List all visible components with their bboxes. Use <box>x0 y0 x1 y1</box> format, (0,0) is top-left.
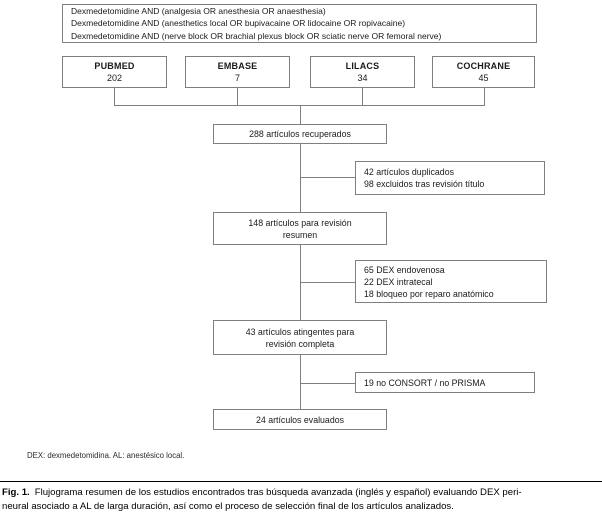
flow-box-evaluated-label: 24 artículos evaluados <box>255 414 345 425</box>
connector-branch-exclusion-1 <box>300 177 355 178</box>
flow-box-evaluated: 24 artículos evaluados <box>213 409 387 430</box>
database-count: 34 <box>357 73 368 83</box>
connector-center-1 <box>300 105 301 124</box>
exclusion-line: 19 no CONSORT / no PRISMA <box>364 377 486 388</box>
figure-number-label: Fig. 1. <box>2 487 30 498</box>
flow-box-retrieved: 288 artículos recuperados <box>213 124 387 144</box>
flow-box-abstract-review-line: 148 artículos para revisión <box>248 217 352 228</box>
database-name: COCHRANE <box>456 61 511 71</box>
exclusion-line: 18 bloqueo por reparo anatómico <box>364 288 494 299</box>
database-name: EMBASE <box>217 61 258 71</box>
caption-text-1: Flujograma resumen de los estudios encon… <box>34 487 522 498</box>
search-query-line: Dexmedetomidine AND (anesthetics local O… <box>71 18 406 29</box>
database-box-embase: EMBASE 7 <box>185 56 290 88</box>
database-name: LILACS <box>345 61 380 71</box>
flow-box-retrieved-label: 288 artículos recuperados <box>249 129 351 139</box>
connector-cochrane-drop <box>484 88 485 105</box>
database-count: 7 <box>234 73 240 83</box>
database-count: 45 <box>478 73 489 83</box>
database-count: 202 <box>106 73 123 83</box>
exclusion-line: 98 excluidos tras revisión título <box>364 179 485 189</box>
connector-center-4 <box>300 355 301 409</box>
exclusion-box-duplicates-title: 42 artículos duplicados 98 excluidos tra… <box>355 161 545 195</box>
connector-lilacs-drop <box>362 88 363 105</box>
caption-divider <box>0 481 602 482</box>
search-query-line: Dexmedetomidine AND (nerve block OR brac… <box>71 30 442 41</box>
exclusion-line: 65 DEX endovenosa <box>364 264 445 275</box>
connector-merge-bar <box>114 105 485 106</box>
connector-center-2 <box>300 144 301 212</box>
search-strategy-box: Dexmedetomidine AND (analgesia OR anesth… <box>62 4 537 43</box>
flow-box-full-review-line: 43 artículos atingentes para <box>245 326 355 337</box>
connector-pubmed-drop <box>114 88 115 105</box>
database-box-cochrane: COCHRANE 45 <box>432 56 535 88</box>
figure-caption: Fig. 1. Flujograma resumen de los estudio… <box>2 486 600 513</box>
exclusion-line: 42 artículos duplicados <box>364 167 454 177</box>
flow-box-abstract-review: 148 artículos para revisión resumen <box>213 212 387 245</box>
connector-embase-drop <box>237 88 238 105</box>
search-query-line: Dexmedetomidine AND (analgesia OR anesth… <box>71 5 326 16</box>
caption-line-1: Fig. 1. Flujograma resumen de los estudio… <box>2 486 600 500</box>
database-name: PUBMED <box>94 61 135 71</box>
exclusion-box-dex-routes: 65 DEX endovenosa 22 DEX intratecal 18 b… <box>355 260 547 303</box>
database-box-lilacs: LILACS 34 <box>310 56 415 88</box>
connector-branch-exclusion-2 <box>300 282 355 283</box>
exclusion-line: 22 DEX intratecal <box>364 276 433 287</box>
flow-box-full-review: 43 artículos atingentes para revisión co… <box>213 320 387 355</box>
figure-footnote: DEX: dexmedetomidina. AL: anestésico loc… <box>27 451 185 460</box>
caption-line-2: neural asociado a AL de larga duración, … <box>2 500 454 512</box>
flow-box-full-review-line: revisión completa <box>265 338 335 349</box>
exclusion-box-no-consort-prisma: 19 no CONSORT / no PRISMA <box>355 372 535 393</box>
database-box-pubmed: PUBMED 202 <box>62 56 167 88</box>
flow-box-abstract-review-line: resumen <box>282 229 318 240</box>
connector-branch-exclusion-3 <box>300 383 355 384</box>
